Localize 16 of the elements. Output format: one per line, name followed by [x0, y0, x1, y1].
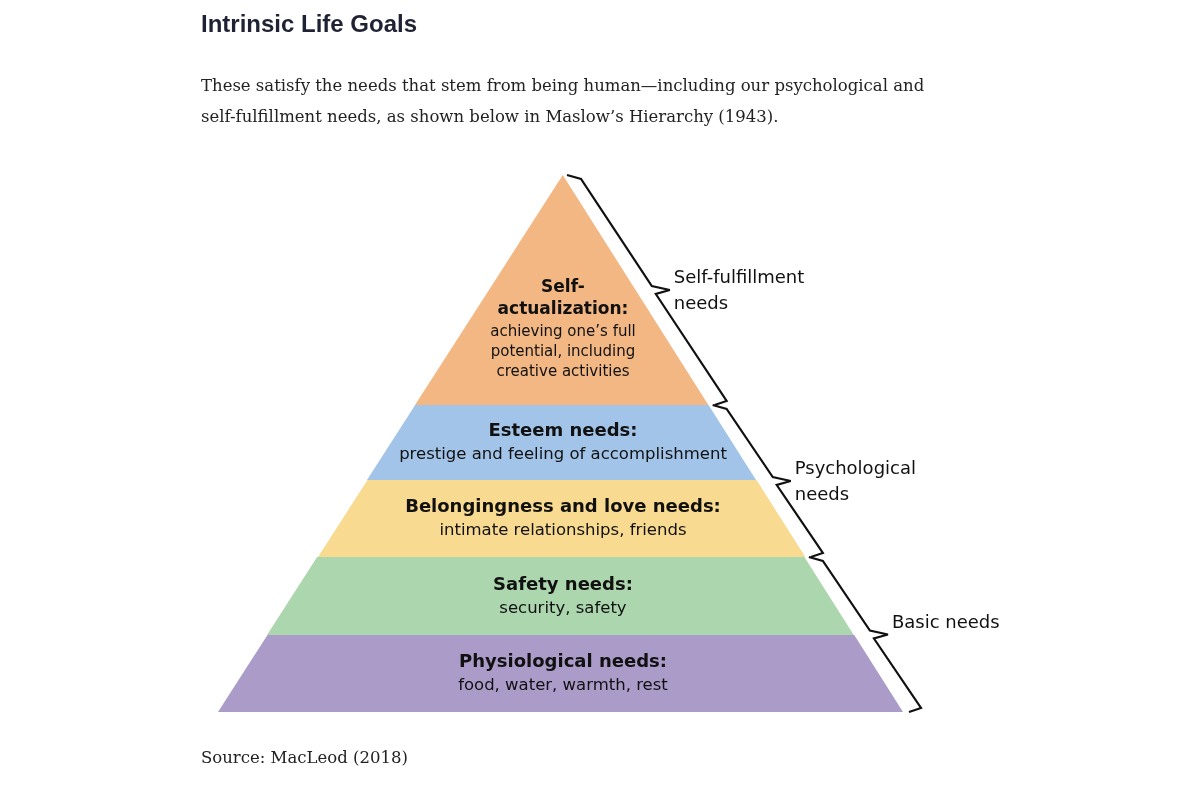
bracket-label: Psychological needs	[794, 456, 917, 506]
source-caption: Source: MacLeod (2018)	[201, 748, 408, 767]
level-heading: Self-actualization:	[496, 275, 630, 319]
heading: Intrinsic Life Goals	[201, 10, 418, 38]
level-description: security, safety	[498, 597, 628, 619]
bracket-label: Basic needs	[891, 609, 1001, 634]
level-description: food, water, warmth, rest	[457, 674, 669, 696]
level-heading: Safety needs:	[492, 573, 634, 595]
level-description: intimate relationships, friends	[438, 519, 688, 541]
level-heading: Physiological needs:	[458, 650, 668, 672]
level-description: prestige and feeling of accomplishment	[398, 443, 728, 465]
intro-paragraph: These satisfy the needs that stem from being human—including our psychological and self-fulfillment needs, as shown below in Maslow’s Hierarchy (1943).	[201, 75, 926, 128]
bracket-label: Self-fulfillment needs	[673, 265, 806, 315]
level-heading: Esteem needs:	[487, 419, 639, 441]
level-description: achieving one’s full potential, including creative activities	[489, 321, 637, 381]
level-heading: Belongingness and love needs:	[404, 495, 722, 517]
